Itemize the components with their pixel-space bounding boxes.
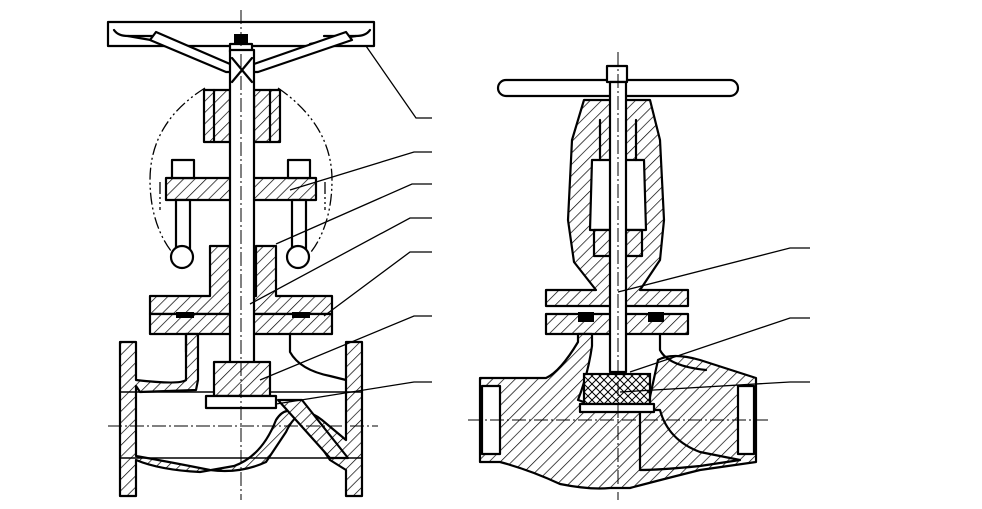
left-leader-7 [275, 381, 432, 405]
left-leader-6 [259, 315, 432, 381]
left-leader-3 [275, 183, 432, 245]
right-leader-2 [629, 317, 810, 373]
left-leader-1 [365, 45, 432, 119]
left-leader-lines [249, 45, 432, 405]
left-leader-4 [249, 217, 432, 305]
left-leader-5 [323, 251, 432, 317]
right-disc [582, 372, 652, 406]
right-leader-3 [619, 381, 810, 393]
right-leader-1 [617, 247, 810, 293]
right-leader-lines [617, 247, 810, 393]
left-stem [228, 48, 256, 366]
left-packing-gland [202, 88, 282, 144]
left-leader-2 [289, 151, 432, 191]
left-bolts [169, 158, 312, 270]
left-yoke-phantom-outline [149, 87, 333, 266]
